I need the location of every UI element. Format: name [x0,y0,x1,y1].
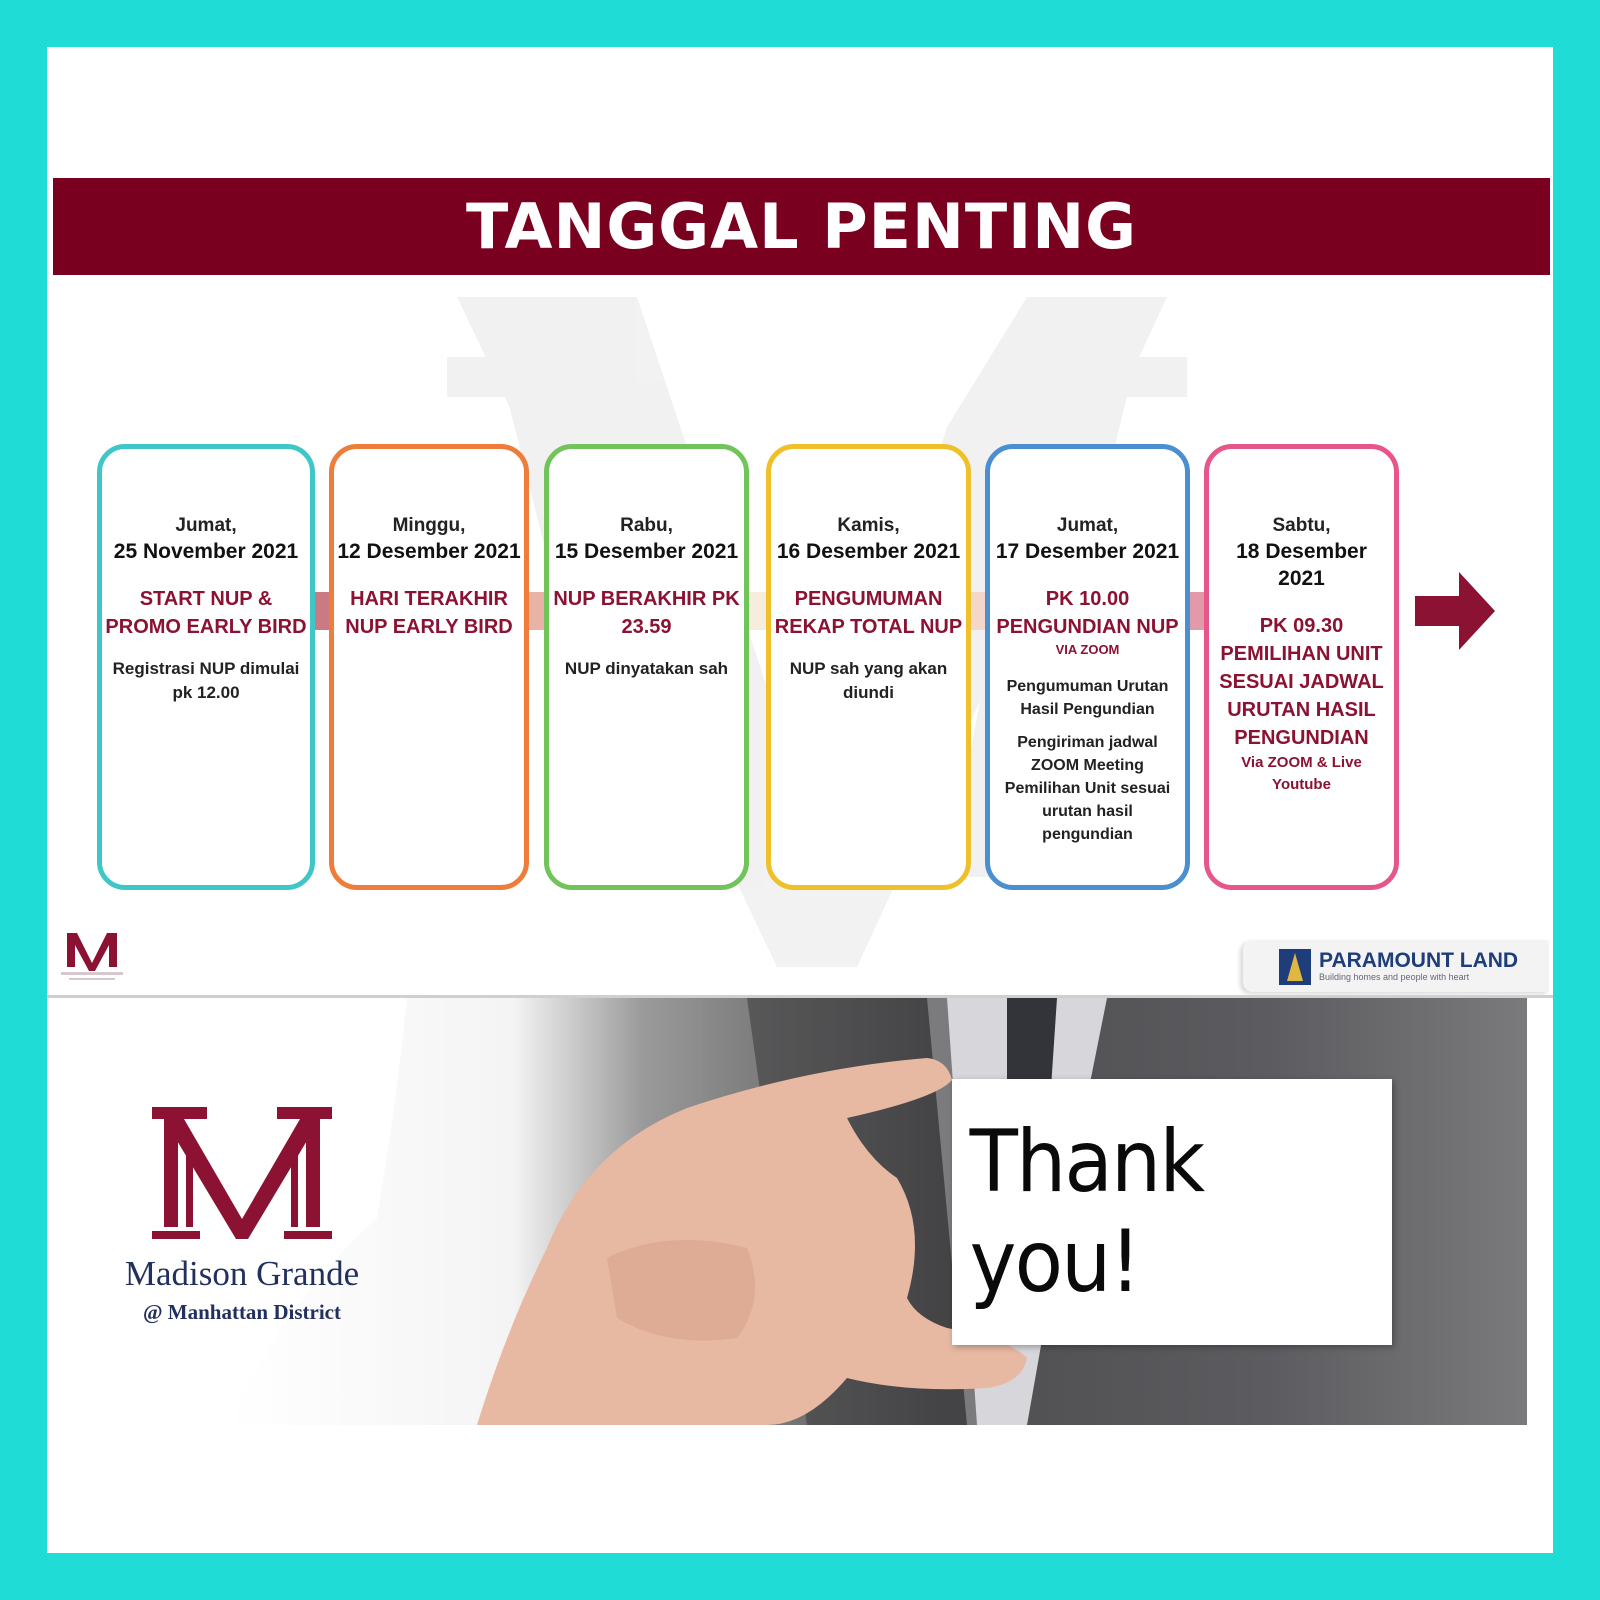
timeline-connector [1187,592,1207,630]
madison-grande-brand: Madison Grande @ Manhattan District [77,1107,407,1327]
step-day: Rabu, [620,515,673,536]
arrow-right-icon [1415,572,1495,650]
paramount-land-logo: PARAMOUNT LAND Building homes and people… [1243,940,1549,992]
paramount-mark-icon [1279,949,1311,985]
madison-grande-m-icon [152,1107,332,1239]
step-title: NUP BERAKHIR PK 23.59 [553,588,740,638]
step-note: Pengumuman Urutan Hasil Pengundian [1006,678,1169,718]
page-title: TANGGAL PENTING [465,190,1138,263]
section-divider [47,995,1553,998]
step-day: Sabtu, [1272,515,1331,536]
step-note: NUP dinyatakan sah [564,659,729,678]
header-bar: TANGGAL PENTING [53,178,1550,275]
step-day: Jumat, [1056,515,1119,536]
step-note: Registrasi NUP dimulai pk 12.00 [112,659,300,702]
poster-card: TANGGAL PENTING Jumat, 25 November 2021 … [47,47,1553,1553]
step-day: Kamis, [837,515,900,536]
timeline-step: Rabu, 15 Desember 2021 NUP BERAKHIR PK 2… [544,444,749,890]
step-day: Jumat, [175,515,237,536]
step-subtitle: VIA ZOOM [1055,642,1120,657]
step-date: 18 Desember 2021 [1236,540,1367,590]
step-title: START NUP & PROMO EARLY BIRD [105,588,307,638]
timeline-connector [747,592,769,630]
step-title: HARI TERAKHIR NUP EARLY BIRD [345,588,513,638]
timeline-step: Jumat, 25 November 2021 START NUP & PROM… [97,444,315,890]
timeline-step: Minggu, 12 Desember 2021 HARI TERAKHIR N… [329,444,529,890]
step-title: PENGUMUMAN REKAP TOTAL NUP [774,588,963,638]
step-date: 12 Desember 2021 [337,540,521,563]
thank-you-card: Thank you! [952,1079,1392,1345]
brand-name: Madison Grande [124,1254,360,1293]
step-date: 16 Desember 2021 [776,540,961,563]
step-note: NUP sah yang akan diundi [789,659,948,702]
step-date: 17 Desember 2021 [995,540,1180,563]
timeline-step: Sabtu, 18 Desember 2021 PK 09.30 PEMILIH… [1204,444,1399,890]
madison-grande-logo [61,933,123,980]
step-subtitle: Via ZOOM & Live Youtube [1241,754,1362,793]
step-title: PK 09.30 PEMILIHAN UNIT SESUAI JADWAL UR… [1219,615,1384,749]
timeline-step: Kamis, 16 Desember 2021 PENGUMUMAN REKAP… [766,444,971,890]
step-date: 25 November 2021 [113,540,299,563]
step-title: PK 10.00 PENGUNDIAN NUP [996,588,1179,638]
thank-you-text: Thank you! [969,1112,1206,1312]
brand-subtitle: @ Manhattan District [142,1300,341,1324]
timeline-connector [527,592,547,630]
step-date: 15 Desember 2021 [554,540,739,563]
step-note-secondary: Pengiriman jadwal ZOOM Meeting Pemilihan… [1004,734,1171,843]
paramount-name: PARAMOUNT LAND [1319,949,1519,972]
timeline-step: Jumat, 17 Desember 2021 PK 10.00 PENGUND… [985,444,1190,890]
step-day: Minggu, [392,515,466,536]
timeline-connector [969,592,989,630]
paramount-tagline: Building homes and people with heart [1319,972,1470,982]
